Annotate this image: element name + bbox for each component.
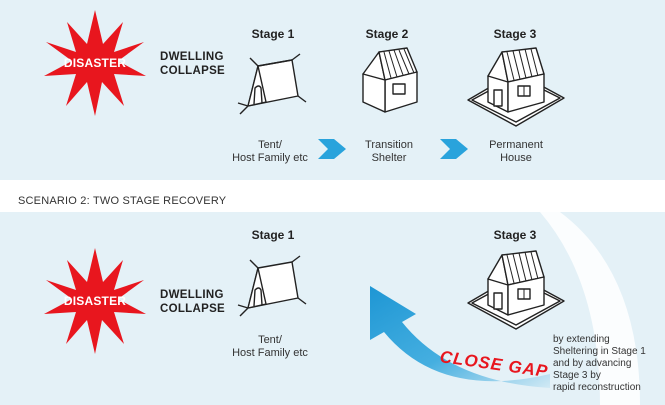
collapse-line1: DWELLING [160, 289, 224, 301]
stage1-title: Stage 1 [251, 228, 295, 242]
permanent-house-icon [467, 250, 565, 330]
transition-shelter-icon [362, 47, 418, 113]
note-line: Sheltering in Stage 1 [553, 346, 646, 357]
stage2-caption: Transition Shelter [334, 139, 444, 165]
disaster-burst-2: DISASTER [40, 246, 150, 356]
caption-line2: House [500, 152, 532, 164]
note-line: by extending [553, 334, 610, 345]
disaster-label: DISASTER [63, 294, 127, 308]
stage1-caption: Tent/ Host Family etc [215, 334, 325, 360]
scenario2-heading: SCENARIO 2: TWO STAGE RECOVERY [18, 195, 227, 207]
caption-line1: Tent/ [258, 139, 282, 151]
dwelling-collapse-label: DWELLING COLLAPSE [160, 50, 225, 78]
caption-line2: Shelter [371, 152, 407, 164]
close-gap-note: by extending Sheltering in Stage 1 and b… [553, 334, 663, 394]
note-line: Stage 3 by [553, 370, 601, 381]
chevron-arrow-icon [318, 139, 346, 159]
disaster-label: DISASTER [63, 56, 127, 70]
caption-line1: Permanent [489, 139, 543, 151]
caption-line2: Host Family etc [232, 347, 308, 359]
tent-icon [237, 255, 307, 317]
chevron-arrow-icon [440, 139, 468, 159]
starburst-icon [44, 248, 146, 354]
stage1-caption: Tent/ Host Family etc [215, 139, 325, 165]
close-gap-arrow [370, 286, 550, 388]
caption-line1: Transition [365, 139, 413, 151]
collapse-line1: DWELLING [160, 51, 224, 63]
dwelling-collapse-label: DWELLING COLLAPSE [160, 288, 225, 316]
collapse-line2: COLLAPSE [160, 65, 226, 77]
stage3-title: Stage 3 [493, 27, 537, 41]
tent-icon [237, 53, 307, 115]
starburst-icon [44, 10, 146, 116]
gap-band [540, 212, 640, 405]
caption-line2: Host Family etc [232, 152, 308, 164]
stage3-title: Stage 3 [493, 228, 537, 242]
collapse-line2: COLLAPSE [160, 303, 226, 315]
stage2-title: Stage 2 [365, 27, 409, 41]
stage3-caption: Permanent House [461, 139, 571, 165]
disaster-burst-1: DISASTER [40, 8, 150, 118]
permanent-house-icon [467, 47, 565, 127]
stage1-title: Stage 1 [251, 27, 295, 41]
caption-line1: Tent/ [258, 334, 282, 346]
note-line: and by advancing [553, 358, 632, 369]
note-line: rapid reconstruction [553, 382, 641, 393]
